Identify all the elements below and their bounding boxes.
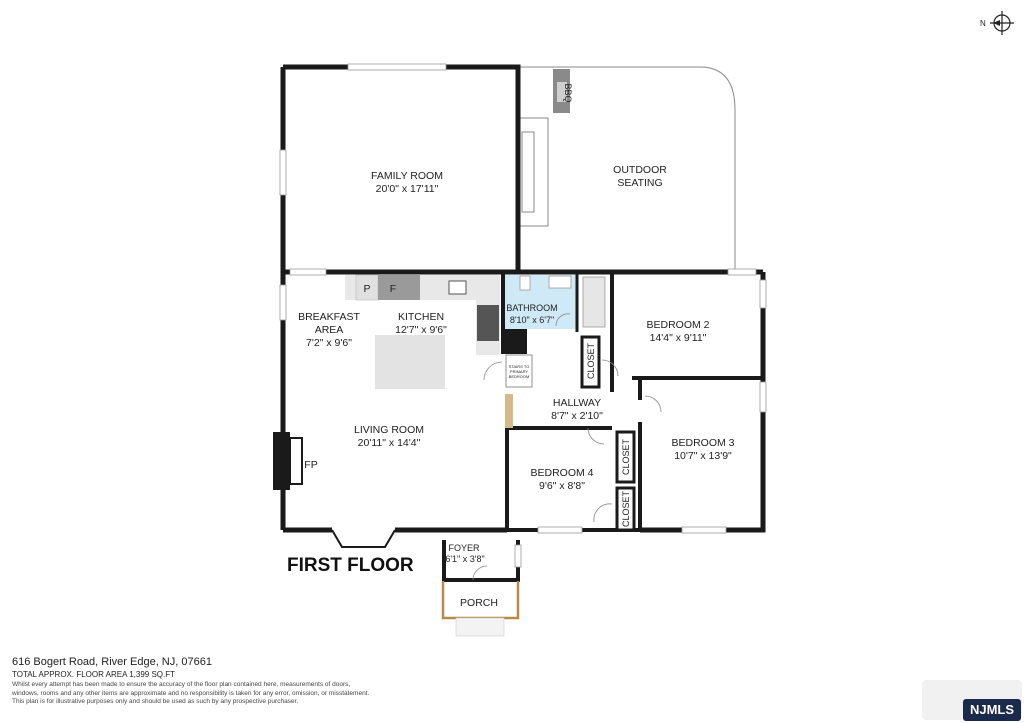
family-room-name: FAMILY ROOM (371, 170, 443, 182)
floor-title: FIRST FLOOR (287, 555, 414, 576)
closet-bedroom4-label: CLOSET (621, 490, 631, 527)
foyer-name: FOYER (448, 543, 480, 553)
pantry-label: P (363, 283, 370, 295)
door-swing-bedroom3 (644, 395, 662, 413)
kitchen-dims: 12'7" x 9'6" (395, 324, 447, 336)
living-room-name: LIVING ROOM (354, 424, 424, 436)
fireplace (273, 432, 290, 490)
door-swing-kitchen (483, 361, 503, 381)
porch-name: PORCH (460, 597, 498, 609)
closet-bedroom2-label: CLOSET (586, 342, 596, 379)
living-room-dims: 20'11" x 14'4" (358, 437, 421, 449)
plan-footer: 616 Bogert Road, River Edge, NJ, 07661 T… (12, 656, 452, 707)
window-bedroom3-south (681, 526, 727, 534)
compass-north-label: N (980, 19, 986, 28)
toilet (519, 275, 531, 291)
disclaimer-line3: This plan is for illustrative purposes o… (12, 698, 299, 705)
porch-step (455, 617, 505, 637)
window-bedroom2-north (727, 268, 757, 276)
family-room-dims: 20'0" x 17'11" (376, 183, 439, 195)
breakfast-area-dims: 7'2" x 9'6" (306, 337, 352, 349)
hallway-name: HALLWAY (553, 397, 601, 409)
breakfast-area-line1: BREAKFAST (298, 311, 360, 323)
stairs-line3: BEDROOM (509, 374, 530, 379)
bedroom4-dims: 9'6" x 8'8" (539, 480, 585, 492)
compass: N (976, 8, 1020, 43)
fridge-label: F (390, 283, 396, 295)
window-bedroom3-east (759, 381, 767, 413)
window-bedroom2-east (759, 279, 767, 309)
kitchen-name: KITCHEN (398, 311, 444, 323)
closet-bedroom3-label: CLOSET (621, 438, 631, 475)
door-swing-bathroom (555, 313, 571, 327)
bbq-label: BBQ (563, 83, 573, 102)
outdoor-seating-line2: SEATING (617, 177, 662, 189)
kitchen-island (375, 335, 445, 389)
kitchen-sink (448, 280, 467, 295)
fireplace-label: FP (304, 459, 317, 471)
stairs-line2: PRIMARY (510, 369, 528, 374)
bathroom-vanity (548, 275, 572, 289)
bedroom2-name: BEDROOM 2 (646, 319, 709, 331)
door-swing-foyer (472, 565, 488, 581)
window-breakfast (279, 284, 287, 321)
window-family-left (279, 149, 287, 196)
outdoor-seating-outline (518, 66, 736, 270)
outdoor-bench-inner (521, 131, 535, 213)
bedroom3-name: BEDROOM 3 (671, 437, 734, 449)
stairs (505, 354, 533, 388)
bbq-grill (557, 82, 567, 102)
bathroom-dims: 8'10" x 6'7" (510, 315, 554, 325)
utility-block (503, 329, 527, 352)
door-swing-closet4 (593, 503, 613, 523)
compass-icon: N (980, 11, 1014, 35)
bay-window (331, 529, 396, 548)
bathtub (582, 276, 606, 328)
bathroom-name: BATHROOM (506, 303, 557, 313)
foyer-dims: 6'1" x 3'8" (445, 554, 484, 564)
closet-bedroom4 (615, 486, 636, 532)
bedroom2-dims: 14'4" x 9'11" (650, 332, 707, 344)
property-address: 616 Bogert Road, River Edge, NJ, 07661 (12, 656, 212, 668)
stair-landing (505, 394, 513, 428)
kitchen-stove (477, 305, 499, 341)
closet-bedroom3 (615, 430, 636, 484)
disclaimer-line1: Whilst every attempt has been made to en… (12, 681, 351, 688)
stairs-line1: STAIRS TO (509, 364, 530, 369)
bedroom4-name: BEDROOM 4 (530, 467, 593, 479)
closet-bedroom2 (580, 335, 601, 389)
east-wall (640, 272, 766, 533)
door-swing-bedroom4 (587, 427, 605, 445)
outdoor-seating-line1: OUTDOOR (613, 164, 667, 176)
fridge (378, 275, 420, 300)
hallway-dims: 8'7" x 2'10" (551, 410, 603, 422)
window-foyer (514, 544, 522, 568)
total-floor-area: TOTAL APPROX. FLOOR AREA 1,399 SQ.FT (12, 670, 176, 679)
window-bedroom4 (537, 526, 583, 534)
door-swing-bedroom2 (601, 359, 619, 377)
disclaimer-line2: windows, rooms and any other items are a… (12, 689, 370, 697)
opening-breakfast (289, 268, 327, 276)
window-family-top (347, 63, 447, 71)
breakfast-area-line2: AREA (315, 324, 344, 336)
fireplace-hearth (289, 437, 303, 485)
njmls-logo: NJMLS (963, 699, 1021, 721)
bedroom3-dims: 10'7" x 13'9" (674, 450, 732, 462)
